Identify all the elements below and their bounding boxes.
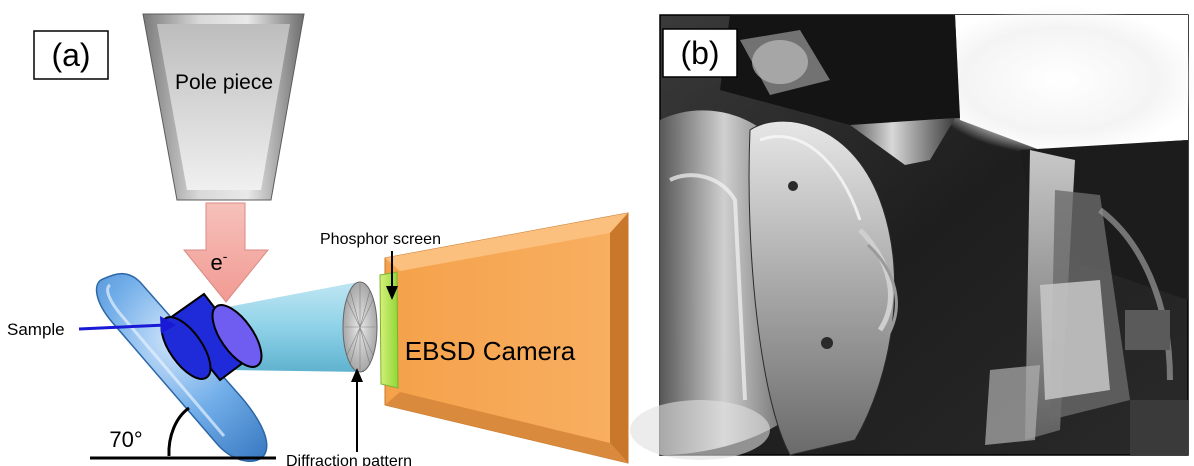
sample-label: Sample — [7, 320, 65, 339]
panel-b: (b) — [630, 5, 1194, 460]
phosphor-label: Phosphor screen — [320, 231, 441, 248]
tilt-angle: 70° — [90, 406, 276, 460]
diffraction-label: Diffraction pattern — [286, 453, 412, 466]
sample-annotation: Sample — [7, 316, 176, 339]
diffraction-pattern-lines — [345, 284, 375, 370]
panel-b-label-box: (b) — [662, 28, 738, 78]
phosphor-annotation: Phosphor screen — [320, 231, 441, 300]
photo-detector — [985, 140, 1188, 455]
panel-a: (a) Pole piece e- — [7, 13, 629, 466]
panel-b-label: (b) — [680, 35, 719, 71]
photo-glare — [920, 5, 1194, 155]
panel-a-label-box: (a) — [33, 30, 109, 80]
diffraction-annotation: Diffraction pattern — [286, 368, 412, 466]
camera-label: EBSD Camera — [405, 336, 576, 366]
photo-stage-disk — [748, 120, 898, 456]
angle-label: 70° — [109, 427, 142, 452]
pole-piece-label: Pole piece — [175, 71, 273, 94]
ebsd-camera: EBSD Camera — [384, 212, 629, 464]
electron-label: e — [211, 250, 223, 275]
sample-holder — [160, 292, 263, 382]
electron-superscript: - — [223, 248, 228, 264]
panel-a-label: (a) — [51, 37, 90, 73]
svg-text:e-: e- — [211, 248, 228, 275]
electron-beam-arrow: e- — [182, 202, 270, 303]
pole-piece: Pole piece — [142, 13, 305, 201]
